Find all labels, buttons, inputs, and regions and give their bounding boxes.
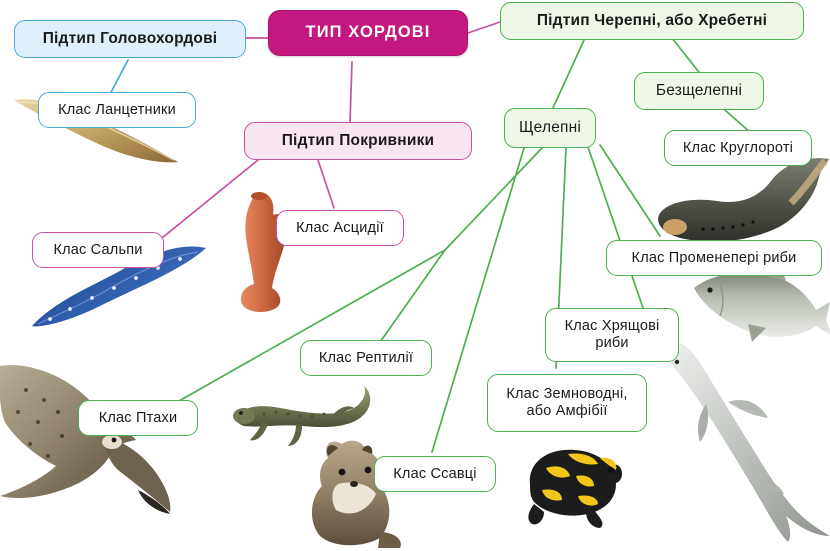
edge-root-craniata [467, 21, 501, 34]
node-cyclostomata-label: Клас Круглороті [682, 139, 794, 156]
edge-root-tunicata [349, 61, 353, 123]
node-tunicata-label: Підтип Покривники [281, 132, 435, 150]
node-ascidians[interactable]: Клас Асцидії [276, 210, 404, 246]
node-cephalochordata-label: Підтип Головохордові [42, 30, 218, 48]
node-mammals-label: Клас Ссавці [393, 465, 477, 482]
node-birds-label: Клас Птахи [98, 409, 178, 426]
node-cyclostomata[interactable]: Клас Круглороті [664, 130, 812, 166]
node-craniata-label: Підтип Черепні, або Хребетні [536, 12, 768, 30]
node-agnatha[interactable]: Безщелепні [634, 72, 764, 110]
node-root-chordata-label: ТИП ХОРДОВІ [305, 23, 431, 42]
node-agnatha-label: Безщелепні [655, 82, 743, 100]
edge-gnathostomata-rayfinned [599, 144, 661, 237]
node-mammals[interactable]: Клас Ссавці [374, 456, 496, 492]
node-cartilaginous-fish[interactable]: Клас Хрящові риби [545, 308, 679, 362]
edge-tunicata-ascidians [317, 159, 335, 209]
node-amphibians[interactable]: Клас Земноводні, або Амфібії [487, 374, 647, 432]
node-reptiles-label: Клас Рептилії [318, 349, 414, 366]
edge-gnathostomata-cartilaginous [587, 146, 644, 309]
edge-branchpoint-birds [171, 249, 446, 406]
edge-tunicata-salps [161, 159, 259, 239]
node-lancelets-label: Клас Ланцетники [58, 101, 176, 118]
node-rayfinned-fish[interactable]: Клас Променепері риби [606, 240, 822, 276]
node-birds[interactable]: Клас Птахи [78, 400, 198, 436]
edge-gnathostomata-branchpoint [444, 147, 543, 251]
node-ascidians-label: Клас Асцидії [296, 219, 384, 236]
node-gnathostomata-label: Щелепні [518, 119, 582, 137]
node-gnathostomata[interactable]: Щелепні [504, 108, 596, 148]
edge-gnathostomata-mammals [431, 147, 525, 453]
node-salps[interactable]: Клас Сальпи [32, 232, 164, 268]
node-cartilaginous-fish-label: Клас Хрящові риби [564, 318, 660, 351]
node-root-chordata[interactable]: ТИП ХОРДОВІ [268, 10, 468, 56]
node-lancelets[interactable]: Клас Ланцетники [38, 92, 196, 128]
edge-branchpoint-reptiles [377, 249, 446, 346]
edge-craniata-agnatha [671, 37, 703, 77]
node-salps-label: Клас Сальпи [53, 241, 143, 258]
node-cephalochordata[interactable]: Підтип Головохордові [14, 20, 246, 58]
node-craniata[interactable]: Підтип Черепні, або Хребетні [500, 2, 804, 40]
edge-cephalochordata-lancelets [107, 59, 129, 99]
edge-craniata-gnathostomata [551, 37, 586, 111]
node-rayfinned-fish-label: Клас Променепері риби [631, 249, 797, 266]
node-tunicata[interactable]: Підтип Покривники [244, 122, 472, 160]
node-amphibians-label: Клас Земноводні, або Амфібії [506, 386, 628, 419]
node-reptiles[interactable]: Клас Рептилії [300, 340, 432, 376]
